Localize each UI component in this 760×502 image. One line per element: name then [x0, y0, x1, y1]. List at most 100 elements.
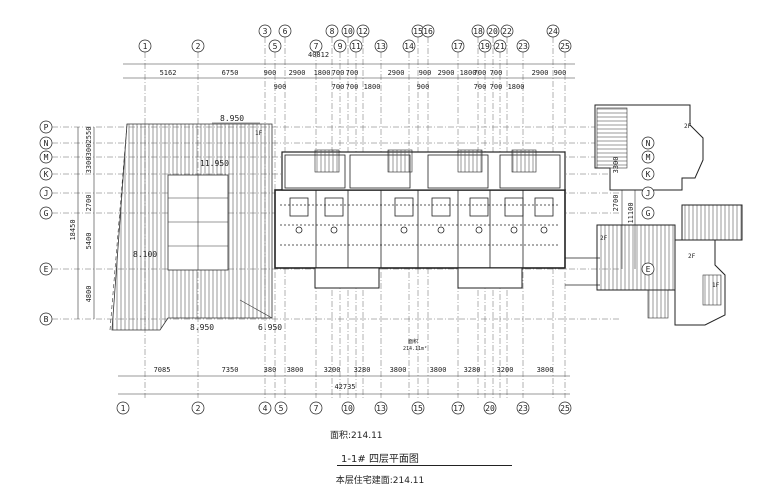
top-axis-label: 24 — [548, 27, 558, 36]
top-dimension: 6750 — [222, 69, 239, 77]
stair-block — [457, 149, 483, 173]
stair-hatching — [314, 149, 537, 173]
left-axis-bubble — [39, 312, 53, 326]
bottom-axis-label: 7 — [314, 404, 319, 413]
left-axis-bubble — [39, 186, 53, 200]
bottom-axis-bubble — [116, 401, 130, 415]
top-axis-label: 18 — [473, 27, 483, 36]
top-axis-label: 15 — [413, 27, 423, 36]
bottom-axis-bubble — [309, 401, 323, 415]
top-axis-bubble — [451, 39, 465, 53]
bottom-axis-label: 20 — [485, 404, 495, 413]
top-axis-label: 6 — [283, 27, 288, 36]
left-axis-bubble — [39, 120, 53, 134]
top-axis-bubble — [421, 24, 435, 38]
left-axis-label: P — [44, 123, 49, 132]
top-axis-label: 20 — [488, 27, 498, 36]
top-axis-label: 8 — [330, 27, 335, 36]
left-axis-bubble — [39, 262, 53, 276]
right-axis-bubble — [641, 167, 655, 181]
top-dimension: 900 — [554, 69, 567, 77]
bottom-axis-label: 23 — [518, 404, 528, 413]
left-axis-label: M — [44, 153, 49, 162]
top-axis-bubble — [325, 24, 339, 38]
bottom-axis-label: 15 — [413, 404, 423, 413]
bottom-dimension: 3800 — [537, 366, 554, 374]
left-axis-bubble — [39, 206, 53, 220]
bottom-axis-label: 4 — [263, 404, 268, 413]
roof-label-4: 1F — [255, 130, 263, 137]
bottom-axis-label: 17 — [453, 404, 463, 413]
fixture — [324, 197, 344, 217]
top-axis-label: 10 — [343, 27, 353, 36]
top-axis-bubble — [471, 24, 485, 38]
bottom-axis-label: 2 — [196, 404, 201, 413]
bottom-dimension: 3280 — [464, 366, 481, 374]
top-axis-bubble — [546, 24, 560, 38]
bottom-axis-bubble — [374, 401, 388, 415]
top-dimension: 900 — [264, 69, 277, 77]
top-dimension-2: 1800 — [364, 83, 381, 91]
top-dimension: 2900 — [438, 69, 455, 77]
left-axis-bubble — [39, 136, 53, 150]
top-dimension: 1800 — [314, 69, 331, 77]
bottom-axis-bubble — [341, 401, 355, 415]
right-axis-label: J — [646, 189, 651, 198]
left-total-dimension: 18450 — [69, 219, 77, 240]
right-axis-label: K — [646, 170, 651, 179]
left-dimension: 4800 — [85, 286, 93, 303]
roof-label-5: 2F — [600, 235, 608, 242]
fixture — [431, 197, 451, 217]
top-dimension-2: 900 — [417, 83, 430, 91]
bottom-dimension: 7350 — [222, 366, 239, 374]
left-axis-bubble — [39, 167, 53, 181]
top-dimension: 2900 — [532, 69, 549, 77]
elevation-4: 8.950 — [190, 323, 214, 332]
right-axis-bubble — [641, 206, 655, 220]
top-axis-label: 23 — [518, 42, 528, 51]
bottom-axis-label: 5 — [279, 404, 284, 413]
top-dimension: 700 — [474, 69, 487, 77]
left-axis-label: J — [44, 189, 49, 198]
top-axis-label: 1 — [143, 42, 148, 51]
top-axis-bubble — [191, 39, 205, 53]
top-dimension: 2900 — [289, 69, 306, 77]
top-axis-label: 12 — [358, 27, 368, 36]
left-axis-label: K — [44, 170, 49, 179]
right-axis-label: N — [646, 139, 651, 148]
fixture-circle — [400, 226, 408, 234]
top-axis-label: 22 — [502, 27, 512, 36]
top-axis-bubble — [356, 24, 370, 38]
top-axis-bubble — [486, 24, 500, 38]
bottom-axis-bubble — [191, 401, 205, 415]
left-dimension: 300 — [85, 144, 93, 157]
top-axis-bubble — [268, 39, 282, 53]
top-axis-bubble — [374, 39, 388, 53]
top-axis-bubble — [493, 39, 507, 53]
bottom-dimension: 7085 — [154, 366, 171, 374]
left-axis-label: N — [44, 139, 49, 148]
top-axis-label: 21 — [495, 42, 505, 51]
elevation-5: 6.950 — [258, 323, 282, 332]
room-area-value: 214.11m² — [403, 346, 427, 352]
top-axis-label: 7 — [314, 42, 319, 51]
top-axis-bubble — [558, 39, 572, 53]
elevation-1: 8.950 — [220, 114, 244, 123]
roof-label-3: 1F — [712, 282, 720, 289]
elevation-marks: 8.950 11.950 8.100 8.950 6.950 — [133, 114, 282, 332]
dimension-lines — [77, 63, 636, 395]
left-dimension: 5400 — [85, 233, 93, 250]
top-axis-bubble — [258, 24, 272, 38]
top-dimension-2: 1800 — [508, 83, 525, 91]
right-wing — [565, 104, 743, 326]
room-area-label: 面积 — [408, 338, 418, 345]
fixture — [394, 197, 414, 217]
right-dimension: 2700 — [612, 195, 620, 212]
left-axis-label: B — [44, 315, 49, 324]
top-axis-bubble — [478, 39, 492, 53]
top-axis-bubble — [309, 39, 323, 53]
bottom-axis-bubble — [411, 401, 425, 415]
top-axis-bubble — [349, 39, 363, 53]
